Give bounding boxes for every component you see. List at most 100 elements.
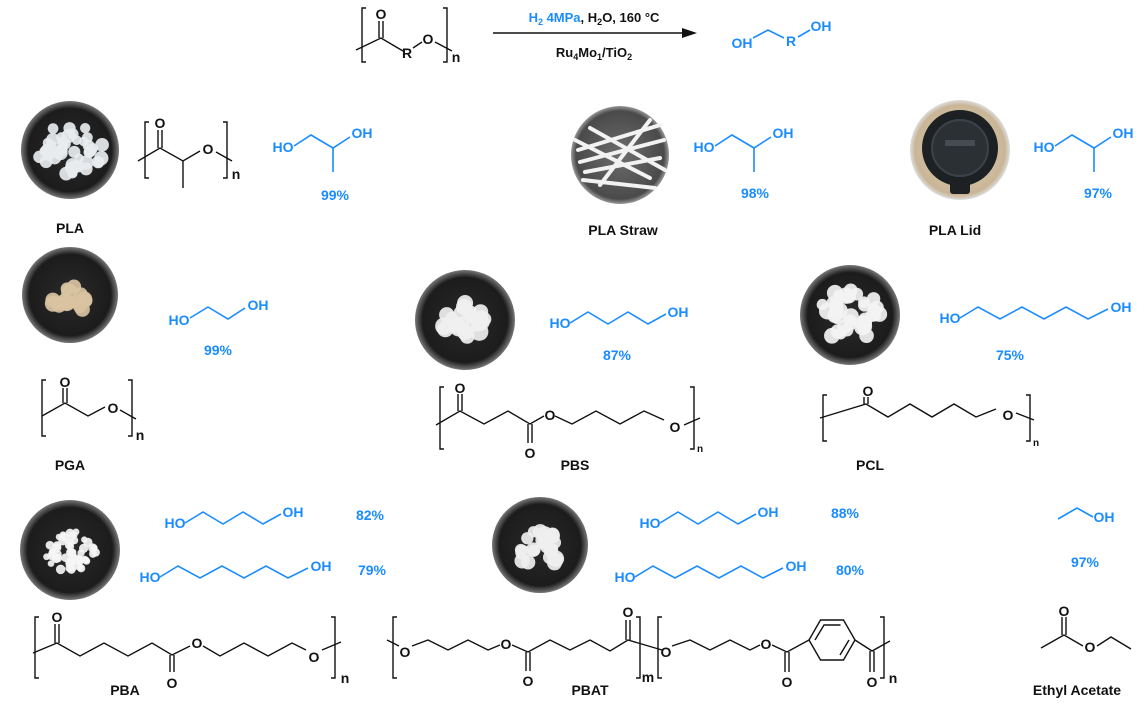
pellet xyxy=(49,550,57,559)
repeat-n: n xyxy=(1033,438,1039,449)
pellet xyxy=(72,528,80,536)
photo-pla-pellets xyxy=(21,101,119,199)
photo-pba-powder xyxy=(20,500,120,600)
repeat-n: n xyxy=(697,444,703,455)
atom-O: O xyxy=(525,445,536,461)
atom-OH: OH xyxy=(758,504,779,520)
photo-pbat-pellets xyxy=(492,497,588,593)
atom-OH: OH xyxy=(283,504,304,520)
pellet xyxy=(67,538,75,547)
repeat-n: n xyxy=(452,49,461,65)
ethyl-acetate-structure: O O xyxy=(1040,603,1132,655)
atom-HO: HO xyxy=(169,312,190,328)
pellet xyxy=(33,150,46,164)
photo-pga-pellets xyxy=(22,247,118,343)
pellet xyxy=(65,528,75,538)
pellet xyxy=(80,123,91,134)
yield-pla: 99% xyxy=(321,187,350,203)
butanediol-product: HO OH xyxy=(640,504,779,531)
pellet xyxy=(76,291,93,308)
pellet xyxy=(833,289,845,302)
pellet xyxy=(47,560,55,567)
atom-OH: OH xyxy=(786,558,807,574)
pellet xyxy=(74,153,84,164)
ethylene-glycol-product: HO OH xyxy=(169,297,269,328)
pellet xyxy=(78,543,89,554)
photo-pcl-pellets xyxy=(800,265,900,365)
atom-OH: OH xyxy=(1113,125,1134,141)
pellet xyxy=(55,564,66,575)
yield-pla-lid: 97% xyxy=(1084,185,1113,201)
atom-HO: HO xyxy=(1034,139,1055,155)
atom-R: R xyxy=(402,45,412,61)
pellet xyxy=(475,315,490,330)
pga-structure: O O n xyxy=(41,374,145,443)
atom-O: O xyxy=(309,649,320,665)
reaction-conditions: H2 4MPa, H2O, 160 °C xyxy=(529,10,660,27)
pellet xyxy=(81,536,88,543)
label-pla: PLA xyxy=(56,220,84,236)
atom-HO: HO xyxy=(140,569,161,585)
atom-HO: HO xyxy=(615,569,636,585)
atom-OH: OH xyxy=(811,18,832,34)
atom-O: O xyxy=(867,674,878,690)
repeat-n: n xyxy=(136,427,145,443)
pellet xyxy=(57,293,74,310)
pla-structure: O O n xyxy=(137,115,240,188)
pellet xyxy=(527,544,540,557)
label-ethyl-acetate: Ethyl Acetate xyxy=(1033,682,1121,698)
photo-pbs-pellets xyxy=(415,270,515,370)
atom-O: O xyxy=(501,636,512,652)
pellet xyxy=(61,553,70,562)
label-pga: PGA xyxy=(55,457,85,473)
repeat-m: m xyxy=(642,669,654,685)
yield-pbs: 87% xyxy=(603,347,632,363)
atom-HO: HO xyxy=(640,515,661,531)
yield-pba-butanediol: 82% xyxy=(356,507,385,523)
label-pbat: PBAT xyxy=(571,682,609,698)
pellet xyxy=(843,317,857,331)
pellet xyxy=(93,157,105,168)
atom-OH: OH xyxy=(352,125,373,141)
pellet xyxy=(90,544,98,552)
label-pcl: PCL xyxy=(856,457,884,473)
atom-O: O xyxy=(108,400,119,416)
yield-pbat-hexanediol: 80% xyxy=(836,562,865,578)
butanediol-product: HO OH xyxy=(550,304,689,331)
atom-OH: OH xyxy=(311,558,332,574)
atom-O: O xyxy=(1003,407,1014,423)
atom-O: O xyxy=(376,6,387,22)
atom-O: O xyxy=(455,380,466,396)
hexanediol-product: HO OH xyxy=(140,558,332,585)
label-pba: PBA xyxy=(110,682,140,698)
atom-O: O xyxy=(623,604,634,620)
atom-O: O xyxy=(1085,639,1096,655)
pellet xyxy=(867,302,880,315)
propanediol-product: HO OH xyxy=(694,125,794,172)
atom-HO: HO xyxy=(165,515,186,531)
pellet xyxy=(43,553,50,561)
propanediol-product: HO OH xyxy=(273,125,373,172)
pbat-structure: O O O O m O O O O n xyxy=(386,604,897,690)
pellet xyxy=(463,308,479,325)
pellet xyxy=(818,302,836,320)
atom-O: O xyxy=(192,635,203,651)
pellet xyxy=(47,123,59,134)
label-pla-lid: PLA Lid xyxy=(929,222,981,238)
atom-OH: OH xyxy=(773,125,794,141)
atom-OH: OH xyxy=(732,35,753,51)
reaction-arrow xyxy=(493,28,697,38)
yield-pcl: 75% xyxy=(996,347,1025,363)
pellet xyxy=(57,138,69,151)
pellet xyxy=(835,327,847,340)
label-pbs: PBS xyxy=(561,457,590,473)
pellet xyxy=(449,318,468,337)
atom-O: O xyxy=(523,673,534,689)
yield-pla-straw: 98% xyxy=(741,185,770,201)
general-polyester: O R O n xyxy=(355,6,461,65)
atom-HO: HO xyxy=(940,310,961,326)
pellet xyxy=(437,320,454,338)
yield-ethanol: 97% xyxy=(1071,554,1100,570)
butanediol-product: HO OH xyxy=(165,504,304,531)
atom-HO: HO xyxy=(550,315,571,331)
